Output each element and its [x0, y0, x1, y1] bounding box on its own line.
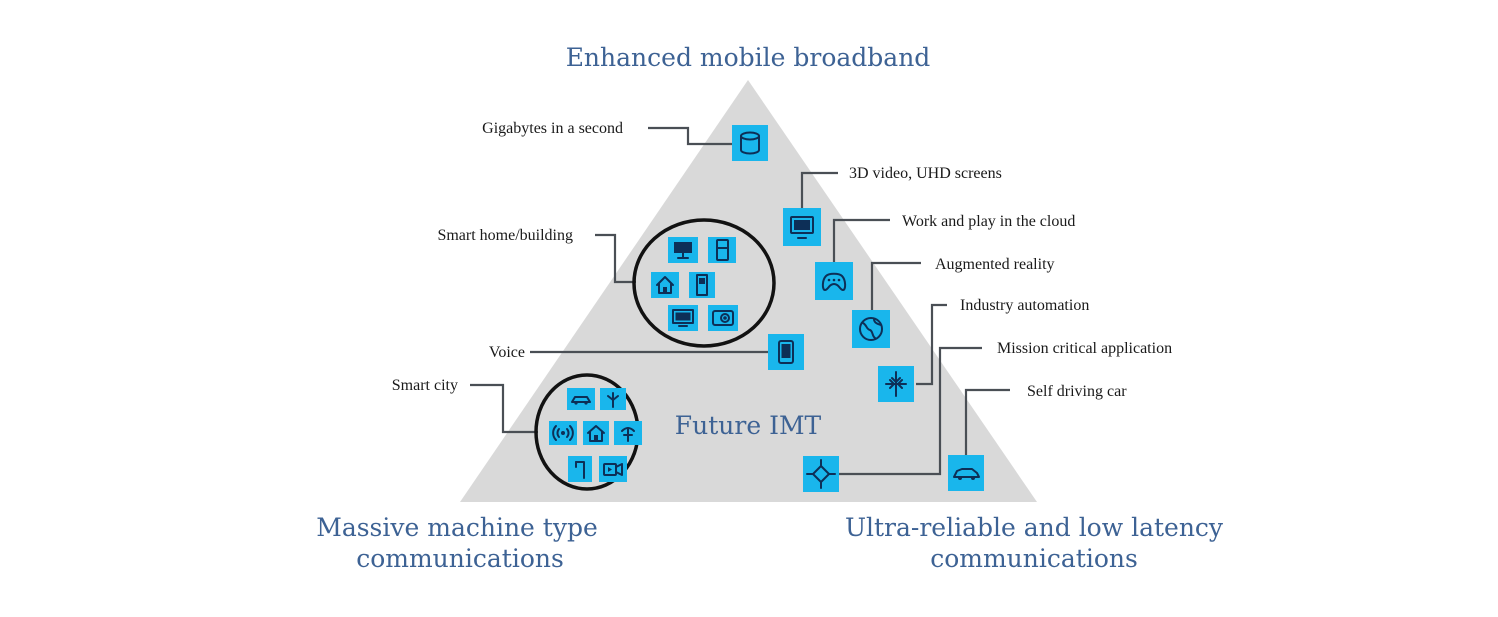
gamepad-icon — [815, 262, 853, 300]
corner-bottom-right-line1: Ultra-reliable and low latency — [845, 513, 1224, 542]
corner-top-title: Enhanced mobile broadband — [566, 43, 931, 72]
camera-icon — [599, 456, 627, 482]
monitor-icon — [783, 208, 821, 246]
corner-bottom-left-line1: Massive machine type — [316, 513, 598, 542]
streetlight-icon — [614, 421, 642, 445]
label-cloud: Work and play in the cloud — [902, 213, 1075, 230]
monitor-icon — [668, 237, 698, 263]
tv-icon — [668, 305, 698, 331]
car-icon — [567, 388, 595, 410]
tree-icon — [600, 388, 626, 410]
house-icon — [583, 421, 609, 445]
label-augmented-reality: Augmented reality — [935, 256, 1055, 273]
house-icon — [651, 272, 679, 298]
cylinder-storage-icon — [732, 125, 768, 161]
globe-icon — [852, 310, 890, 348]
corner-bottom-right-line2: communications — [930, 544, 1138, 573]
robot-arm-icon — [878, 366, 914, 402]
smartphone-icon — [768, 334, 804, 370]
label-smart-city: Smart city — [392, 377, 458, 394]
label-mission-critical: Mission critical application — [997, 340, 1172, 357]
crosshair-icon — [803, 456, 839, 492]
broadcast-icon — [549, 421, 577, 445]
smart-home-cluster — [632, 218, 776, 348]
center-title: Future IMT — [675, 411, 822, 440]
car-icon — [948, 455, 984, 491]
fridge-icon — [708, 237, 736, 263]
smart-home-ring — [632, 218, 776, 348]
smart-city-cluster — [534, 373, 642, 491]
label-3d-video: 3D video, UHD screens — [849, 165, 1002, 182]
connector-lines — [470, 126, 1010, 476]
corner-bottom-left-line2: communications — [356, 544, 564, 573]
door-icon — [689, 272, 715, 298]
label-smart-home: Smart home/building — [437, 227, 573, 244]
label-voice: Voice — [489, 344, 525, 361]
traffic-light-icon — [568, 456, 592, 482]
label-gigabytes: Gigabytes in a second — [482, 120, 623, 137]
label-industry-automation: Industry automation — [960, 297, 1089, 314]
washer-icon — [708, 305, 738, 331]
label-self-driving: Self driving car — [1027, 383, 1127, 400]
